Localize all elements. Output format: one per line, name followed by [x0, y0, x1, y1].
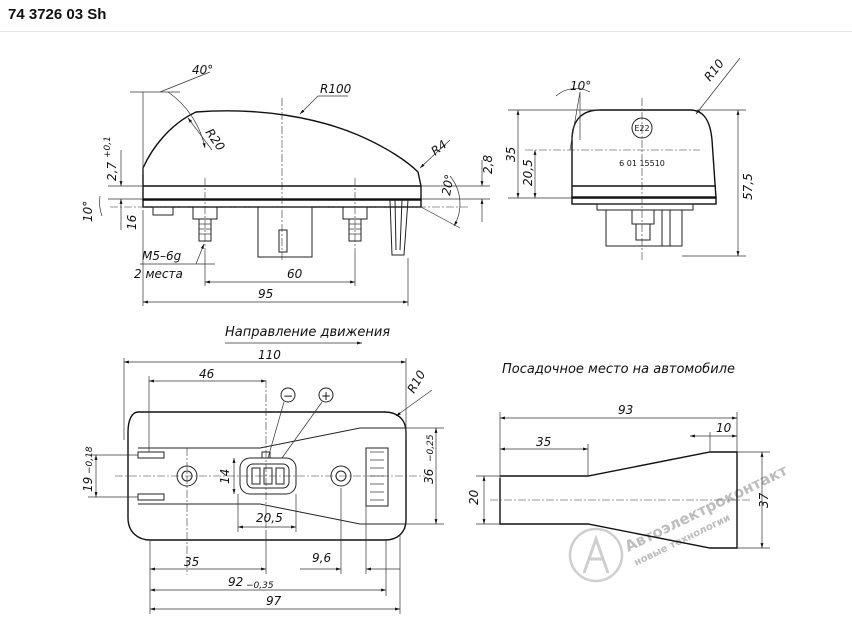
side-dim-60: 60	[287, 267, 303, 281]
front-dim-205: 20,5	[521, 159, 535, 186]
bottom-dim-110: 110	[258, 348, 281, 362]
direction-caption: Направление движения	[225, 325, 390, 340]
cutout-dim-10: 10	[716, 421, 732, 435]
bottom-r10-label: R10	[404, 368, 428, 396]
side-angle-20-label: 20°	[439, 173, 456, 196]
side-thread-label: M5–6g	[142, 249, 182, 263]
side-r4-label: R4	[428, 138, 449, 159]
front-connector	[605, 209, 683, 247]
mounting-cutout: Посадочное место на автомобиле 93 10 35 …	[467, 362, 771, 549]
side-qty-label: 2 места	[134, 267, 183, 281]
bottom-dim-35: 35	[184, 555, 199, 569]
bottom-dim-46: 46	[199, 367, 215, 381]
plus-terminal-mark	[318, 387, 334, 403]
side-angle-10-label: 10°	[81, 201, 95, 222]
side-r100-label: R100	[320, 82, 352, 96]
bottom-dim-92-tol: −0,35	[246, 581, 274, 591]
cutout-dim-37: 37	[757, 492, 771, 508]
bottom-dim-96: 9,6	[312, 551, 331, 565]
side-dim-27: 2,7	[105, 162, 119, 181]
bottom-dim-205: 20,5	[256, 511, 283, 525]
product-code: 74 3726 03 Sh	[8, 6, 107, 23]
cutout-dim-93: 93	[618, 403, 633, 417]
bottom-view: Направление движения −	[81, 325, 444, 614]
side-dim-16: 16	[125, 214, 139, 230]
side-dim-27-tol: +0,1	[103, 136, 113, 158]
bottom-dim-36: 36	[422, 468, 436, 484]
side-dim-28: 2,8	[481, 155, 495, 174]
cutout-dim-35: 35	[536, 435, 551, 449]
bottom-dim-14: 14	[218, 469, 232, 484]
bottom-dim-19-tol: −0,18	[85, 446, 95, 474]
bottom-outline	[127, 411, 407, 541]
front-view: E22 6 01 15510 10° R10 35 20,5 57,5	[504, 56, 755, 262]
front-dim-35: 35	[504, 147, 518, 162]
bottom-dim-92: 92	[228, 575, 243, 589]
side-angle-top-label: 40°	[192, 63, 213, 77]
side-lens-outline	[142, 110, 422, 201]
front-approval-number: 6 01 15510	[619, 159, 665, 168]
side-dim-95: 95	[258, 287, 273, 301]
side-connector	[257, 206, 313, 258]
mounting-caption: Посадочное место на автомобиле	[502, 362, 735, 377]
minus-label: −	[283, 389, 293, 403]
bottom-dim-36-tol: −0,25	[426, 434, 436, 462]
front-angle-10-label: 10°	[570, 79, 591, 93]
page-header: 74 3726 03 Sh	[0, 0, 852, 32]
bottom-dim-97: 97	[266, 594, 282, 608]
bottom-dim-19: 19	[81, 477, 95, 492]
side-r20-label: R20	[203, 126, 228, 154]
cutout-dim-20: 20	[467, 489, 481, 505]
front-dim-575: 57,5	[741, 173, 755, 200]
side-view: 40° R100 R20 R4 2,7 +0,1 10° 16 2,8 20°	[81, 63, 495, 306]
watermark: Автоэлектроконтакт новые технологии	[568, 461, 791, 583]
minus-terminal-mark	[280, 387, 296, 403]
plus-label: +	[321, 389, 331, 403]
watermark-logo	[568, 527, 624, 583]
